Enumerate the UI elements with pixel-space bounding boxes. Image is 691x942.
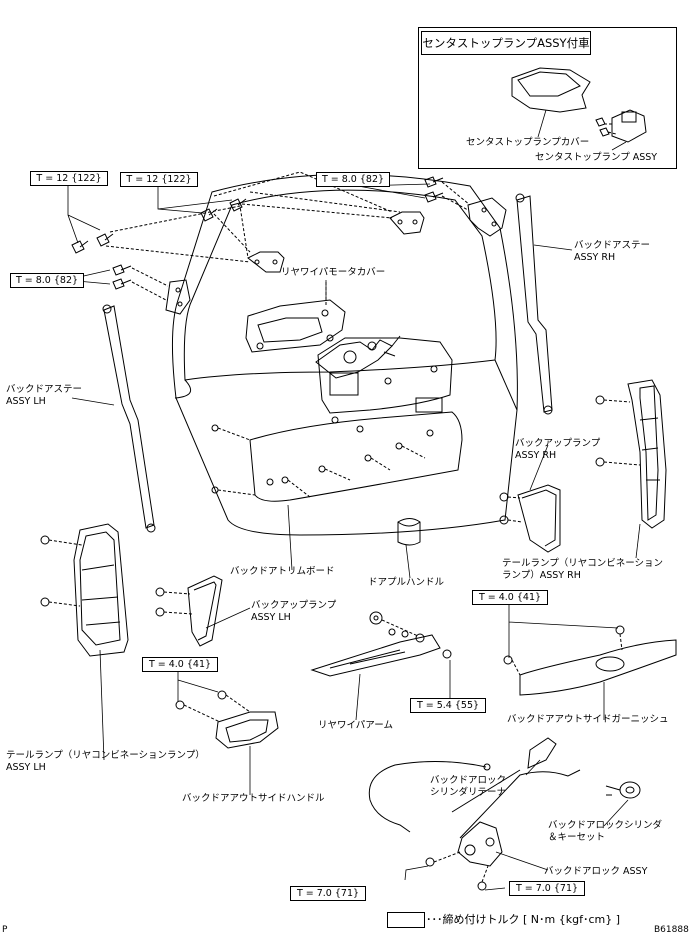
bolt-group [71, 176, 444, 290]
label-tail-lamp-lh: テールランプ（リヤコンビネーションランプ）ASSY LH [6, 750, 205, 773]
backup-lamp-lh [155, 575, 223, 647]
label-tail-lamp-rh: テールランプ（リヤコンビネーションランプ）ASSY RH [502, 558, 664, 581]
back-door-stay-lh [102, 304, 156, 533]
rear-wiper-motor-cover [245, 299, 346, 353]
back-door-trim-board [249, 411, 463, 502]
label-back-door-lock-cylinder-key-set: バックドアロックシリンダ＆キーセット [548, 820, 663, 843]
rear-wiper-arm [310, 611, 452, 677]
inset-frame [418, 27, 677, 169]
figure-code: B61888 [654, 925, 689, 935]
torque-box: T = 8.0 {82} [316, 172, 390, 187]
torque-box: T = 5.4 {55} [410, 698, 486, 713]
label-rear-wiper-arm: リヤワイパアーム [318, 720, 393, 731]
legend-text: ･･･締め付けトルク [ N･m {kgf･cm} ] [426, 913, 620, 926]
tail-lamp-lh [40, 523, 129, 657]
label-center-stop-lamp-cover: センタストップランプカバー [466, 137, 590, 148]
label-door-pull-handle: ドアプルハンドル [368, 577, 445, 588]
torque-box: T = 4.0 {41} [142, 657, 218, 672]
torque-box: T = 8.0 {82} [10, 273, 84, 288]
torque-box: T = 12 {122} [120, 172, 198, 187]
tail-lamp-rh [595, 379, 667, 529]
door-pull-handle [397, 518, 421, 546]
torque-box: T = 12 {122} [30, 171, 108, 186]
back-door-lock-cylinder-retainer [527, 737, 557, 769]
inset-title: センタストップランプASSY付車 [421, 31, 591, 55]
torque-box: T = 7.0 {71} [509, 881, 585, 896]
page-mark: P [2, 925, 8, 935]
label-center-stop-lamp-assy: センタストップランプ ASSY [535, 152, 658, 163]
legend-swatch [387, 912, 425, 928]
torque-box: T = 7.0 {71} [290, 886, 366, 901]
back-door-lock-assy [425, 821, 503, 891]
label-rear-wiper-motor-cover: リヤワイパモータカバー [281, 267, 386, 278]
back-door-lock-cylinder-key-set [605, 781, 641, 799]
torque-box: T = 4.0 {41} [472, 590, 548, 605]
lock-cable [368, 760, 487, 833]
label-back-door-outside-handle: バックドアアウトサイドハンドル [182, 793, 325, 804]
back-door-stay-rh [515, 193, 553, 415]
back-door-panel [171, 173, 518, 536]
back-door-outside-garnish [503, 625, 677, 696]
label-back-door-lock-assy: バックドアロック ASSY [544, 866, 648, 877]
label-back-door-lock-cylinder-retainer: バックドアロックシリンダリテーナ [430, 775, 507, 798]
label-back-door-outside-garnish: バックドアアウトサイドガーニッシュ [507, 714, 669, 725]
back-door-outside-handle [175, 690, 279, 749]
label-back-door-trim-board: バックドアトリムボード [230, 566, 335, 577]
backup-lamp-rh [499, 484, 561, 553]
